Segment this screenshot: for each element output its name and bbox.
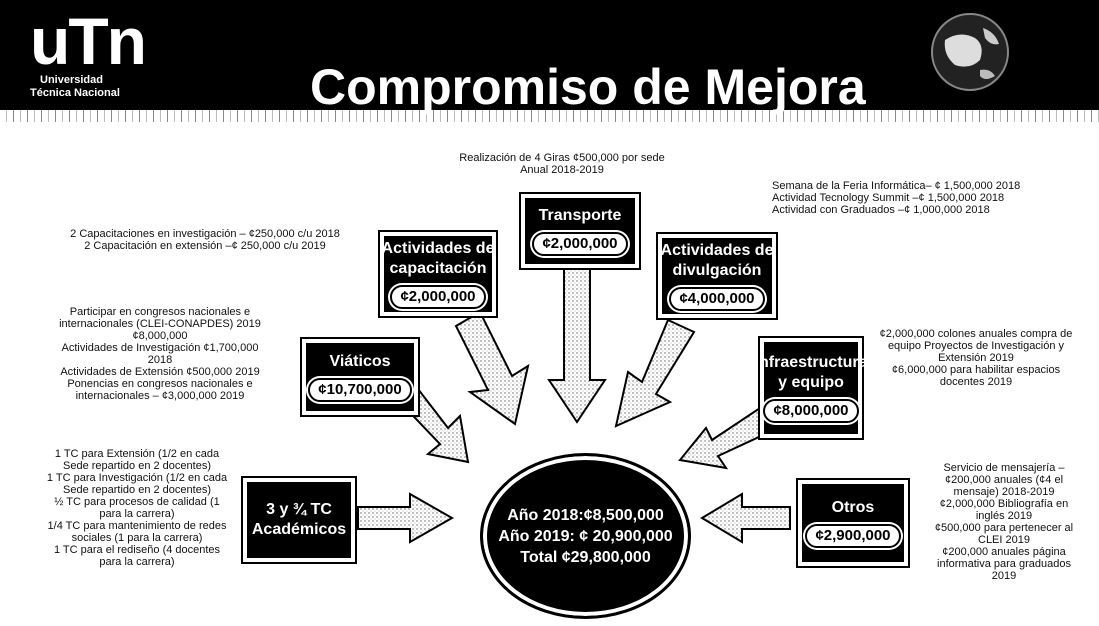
total-ellipse: Año 2018:¢8,500,000 Año 2019: ¢ 20,900,0… [480,453,691,619]
note-feria: Semana de la Feria Informática– ¢ 1,500,… [772,180,1021,216]
globe-icon [931,13,1009,91]
box-otros-label: Otros [831,499,875,516]
logo-mark: uTn [30,4,147,78]
box-infraestructura: Infraestructura y equipo ¢8,000,000 [755,336,867,440]
box-actividades-amount: ¢4,000,000 [669,287,765,311]
logo-line2: Técnica Nacional [30,87,120,99]
box-capacitacion-amount: ¢2,000,000 [390,285,486,309]
box-viaticos: Viáticos ¢10,700,000 [300,337,420,417]
arrow-otros [700,492,791,544]
box-infraestructura-amount: ¢8,000,000 [763,399,859,423]
header-texture-strip [0,110,1099,122]
box-transporte-label: Transporte [538,207,622,224]
box-infraestructura-label: Infraestructura y equipo [754,354,868,391]
arrow-capacitacion [454,310,530,426]
box-viaticos-amount: ¢10,700,000 [308,378,412,402]
arrow-academicos [357,492,455,544]
box-academicos: 3 y ¾ TC Académicos [241,476,357,564]
arrow-transporte [547,261,607,424]
page-title: Compromiso de Mejora [310,59,866,115]
note-giras: Realización de 4 Giras ¢500,000 por sede… [459,152,665,176]
box-transporte-amount: ¢2,000,000 [532,232,628,256]
utn-logo: uTn Universidad Técnica Nacional [30,4,190,99]
total-2018: Año 2018:¢8,500,000 [507,506,664,524]
total-2019: Año 2019: ¢ 20,900,000 [498,527,673,545]
box-otros-amount: ¢2,900,000 [805,524,901,548]
note-otros: Servicio de mensajería –¢200,000 anuales… [934,462,1074,582]
box-academicos-label: 3 y ¾ TC Académicos [251,501,347,538]
note-capacitaciones: 2 Capacitaciones en investigación – ¢250… [70,228,340,252]
header-banner: uTn Universidad Técnica Nacional Comprom… [0,0,1099,122]
box-actividades-label: Actividades de divulgación [660,242,774,279]
box-capacitacion: Actividades de capacitación ¢2,000,000 [378,230,498,318]
box-viaticos-label: Viáticos [329,353,391,370]
box-actividades: Actividades de divulgación ¢4,000,000 [656,232,778,320]
box-capacitacion-label: Actividades de capacitación [381,240,495,277]
total-overall: Total ¢29,800,000 [520,548,651,566]
arrow-actividades [614,318,696,428]
box-transporte: Transporte ¢2,000,000 [519,192,641,270]
header-bar [0,0,1099,110]
box-otros: Otros ¢2,900,000 [796,478,910,568]
logo-line1: Universidad [40,74,103,86]
